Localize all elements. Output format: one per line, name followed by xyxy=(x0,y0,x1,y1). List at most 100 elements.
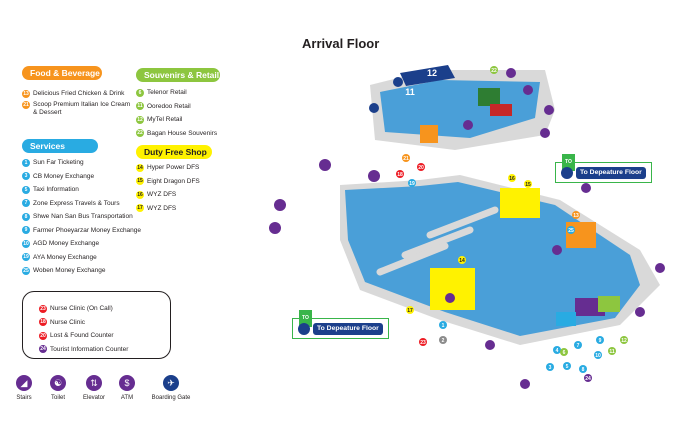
toilet-icon xyxy=(506,68,516,78)
legend-elevator: ⇅Elevator xyxy=(74,375,114,401)
gate-bar xyxy=(400,65,455,86)
to-tag: TO xyxy=(299,310,312,327)
map-markers: 22 21 20 18 19 16 15 13 25 14 17 1 2 23 … xyxy=(396,66,628,382)
list-item-label: AGD Money Exchange xyxy=(33,240,100,247)
to-departure-floor-bottom[interactable]: TO To Depeature Floor xyxy=(292,310,389,339)
marker-badge: 21 xyxy=(22,100,30,109)
marker-20: 20 xyxy=(418,165,424,171)
marker-13: 13 xyxy=(573,213,579,219)
shop-6 xyxy=(556,312,576,326)
to-tag: TO xyxy=(562,154,575,171)
list-item-label: Farmer Phoeyarzar Money Exchange xyxy=(33,226,142,234)
list-item-label: Bagan House Souvenirs xyxy=(147,129,218,137)
legend-label: Boarding Gate xyxy=(151,395,191,401)
shop-16-15 xyxy=(500,188,540,218)
marker-badge: 1 xyxy=(22,158,30,167)
list-item-label: Woben Money Exchange xyxy=(33,267,106,274)
boarding-gate-icon xyxy=(369,103,379,113)
legend-label: Stairs xyxy=(16,395,32,401)
toilet-icon xyxy=(274,199,286,211)
legend-label: Toilet xyxy=(50,395,65,401)
marker-22: 22 xyxy=(491,68,497,74)
boarding-gate-icon: ✈ xyxy=(163,375,179,391)
marker-badge: 18 xyxy=(39,318,47,327)
elevator-icon xyxy=(269,222,281,234)
toilet-icon xyxy=(463,120,473,130)
marker-16: 16 xyxy=(509,176,515,182)
legend-atm: $ATM xyxy=(107,375,147,401)
marker-25: 25 xyxy=(568,228,574,234)
main-floor xyxy=(345,182,640,336)
marker-19: 19 xyxy=(409,181,415,187)
page-title: Arrival Floor xyxy=(302,36,380,51)
marker-12: 12 xyxy=(621,338,627,344)
marker-badge: 11 xyxy=(136,102,144,111)
shop-24 xyxy=(575,298,605,316)
marker-23: 23 xyxy=(420,340,426,346)
departure-label: To Depeature Floor xyxy=(313,323,383,335)
marker-badge: 19 xyxy=(22,253,30,262)
legend-label: Elevator xyxy=(82,395,105,401)
list-item-label: Zone Express Travels & Tours xyxy=(33,199,120,207)
to-departure-floor-top[interactable]: TO To Depeature Floor xyxy=(555,154,652,183)
marker-1: 1 xyxy=(442,323,445,329)
marker-badge: 14 xyxy=(136,163,144,172)
marker-2: 2 xyxy=(442,338,445,344)
facility-icons xyxy=(269,68,665,389)
list-item-label: Tourist Information Counter xyxy=(50,345,129,353)
shop-22 xyxy=(478,88,500,106)
baggage-belt xyxy=(401,226,474,259)
marker-14: 14 xyxy=(459,258,465,264)
list-item-label: Hyper Power DFS xyxy=(147,164,200,171)
list-item-label: Eight Dragon DFS xyxy=(147,177,200,185)
marker-badge: 17 xyxy=(136,204,144,213)
marker-17: 17 xyxy=(407,308,413,314)
toilet-icon: ☯ xyxy=(50,375,66,391)
list-item-label: Sun Far Ticketing xyxy=(33,159,84,166)
list-item-label: AYA Money Exchange xyxy=(33,253,97,261)
elevator-icon xyxy=(540,128,550,138)
airplane-icon xyxy=(561,167,573,179)
elevator-icon xyxy=(445,293,455,303)
shop-11 xyxy=(598,296,620,312)
shop-13-25 xyxy=(566,222,596,248)
list-item-label: Nurse Clinic (On Call) xyxy=(50,305,113,312)
airplane-icon xyxy=(298,323,310,335)
marker-badge: 6 xyxy=(136,88,144,97)
elevator-icon xyxy=(655,263,665,273)
marker-8: 8 xyxy=(582,367,585,373)
marker-badge: 5 xyxy=(22,185,30,194)
list-item-label: WYZ DFS xyxy=(147,191,177,198)
marker-badge: 15 xyxy=(136,177,144,186)
marker-badge: 25 xyxy=(22,266,30,275)
marker-badge: 3 xyxy=(22,172,30,181)
gate-label: 11 xyxy=(405,87,415,97)
marker-badge: 7 xyxy=(22,199,30,208)
